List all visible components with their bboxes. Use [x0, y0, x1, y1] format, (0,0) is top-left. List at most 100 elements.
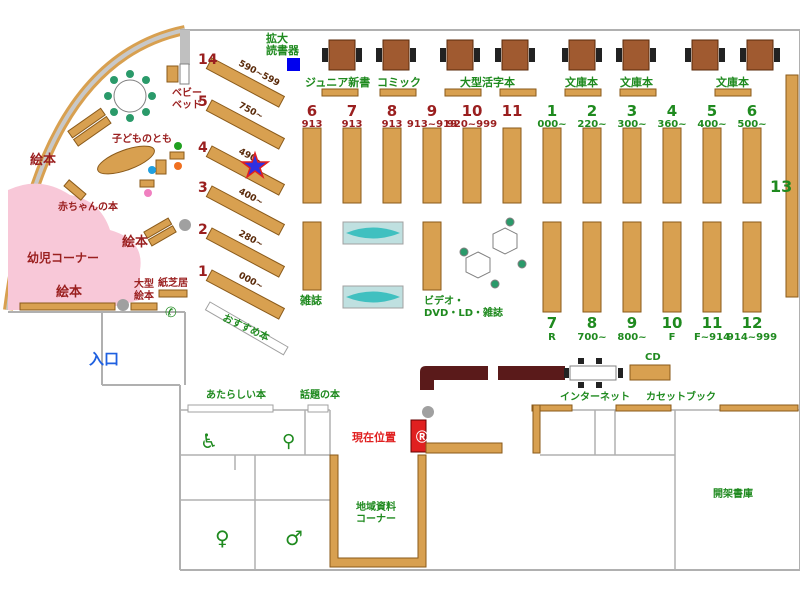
green-top-shelf-body [662, 127, 682, 204]
small-shelf-c [155, 159, 167, 175]
label-ehon-bottom: 絵本 [56, 284, 82, 300]
red-shelf-code: 920~999 [447, 119, 497, 130]
bench-top-seat [346, 227, 400, 239]
label-ehon-top: 絵本 [30, 152, 56, 168]
label-comic: コミック [377, 76, 421, 89]
internet-shelf-b [532, 404, 541, 454]
magazine-shelf [302, 221, 322, 291]
star-marker [239, 150, 271, 180]
green-bottom-shelf-number: 7 [547, 314, 557, 332]
green-top-shelf-range: 000~ [537, 119, 566, 130]
red-shelf-body [502, 127, 522, 204]
green-top-shelf-number: 2 [587, 102, 597, 120]
green-bottom-shelf-body [622, 221, 642, 313]
green-top-shelf-number: 1 [547, 102, 557, 120]
label-junior-new: ジュニア新書 [305, 75, 370, 89]
reading-tables [322, 39, 780, 71]
baby-changing-icon: ⚲ [282, 431, 295, 452]
hex-seating [459, 217, 527, 289]
green-bottom-shelf-number: 12 [742, 314, 763, 332]
green-top-shelf-body [742, 127, 762, 204]
green-bottom-shelf: 7R [542, 221, 562, 343]
green-bottom-shelf-number: 11 [702, 314, 723, 332]
green-top-shelf-body [582, 127, 602, 204]
red-shelf-body [342, 127, 362, 204]
label-osusume: おすすめ本 [221, 311, 273, 344]
baby-bed [179, 63, 190, 85]
green-bottom-shelf-body [742, 221, 762, 313]
diagonal-shelf-body [205, 57, 286, 108]
diagonal-shelf-number: 14 [198, 52, 218, 68]
green-top-shelf-body [702, 127, 722, 204]
label-cassette: カセットブック [646, 390, 716, 403]
diagonal-shelf-body [205, 269, 286, 320]
ogata-ehon-shelf [130, 302, 158, 311]
kamishibai-shelf [158, 289, 188, 298]
red-shelf-number: 11 [502, 102, 523, 120]
green-bottom-shelf: 11F~914 [694, 221, 730, 343]
dot-green [174, 142, 182, 150]
red-shelf-code: 913 [342, 119, 363, 130]
label-yoji-corner: 幼児コーナー [27, 250, 99, 265]
label-baby-bed: ベビーベッド [172, 86, 202, 111]
round-table-chairs [104, 70, 156, 122]
bench-bottom-seat [346, 291, 400, 303]
green-top-shelf-body [542, 127, 562, 204]
label-video: ビデオ・DVD・LD・雑誌 [424, 294, 503, 319]
computer-chairs [564, 358, 623, 388]
internet-shelf-a [531, 404, 573, 412]
label-cd: CD [645, 352, 661, 363]
label-bunko-3: 文庫本 [716, 75, 749, 89]
current-location-glyph: Ⓡ [416, 429, 428, 444]
label-current: 現在位置 [352, 430, 396, 444]
green-bottom-shelf-range: 800~ [617, 332, 646, 343]
women-restroom-icon: ♀ [215, 526, 230, 550]
new-books-shelf [187, 404, 274, 413]
diagonal-shelf-body [205, 227, 286, 278]
green-bottom-shelf-body [582, 221, 602, 313]
baby-bed-shelf [166, 65, 179, 83]
label-large-print: 大型活字本 [460, 75, 515, 89]
red-shelf-code: 913 [382, 119, 403, 130]
red-shelf-body [422, 127, 442, 204]
green-bottom-shelf-body [542, 221, 562, 313]
green-bottom-shelf-number: 9 [627, 314, 637, 332]
red-shelf-body [302, 127, 322, 204]
label-kamishibai: 紙芝居 [158, 276, 188, 289]
diagonal-shelf-number: 1 [198, 264, 208, 280]
red-shelf: 11 [502, 102, 523, 204]
red-shelf-code: 913~919 [407, 119, 457, 130]
green-bottom-shelf-range: R [548, 332, 556, 343]
akachan-shelf [63, 179, 87, 201]
diagonal-shelf-number: 5 [198, 94, 208, 110]
magnifier-reader [287, 58, 300, 71]
kids-area [8, 183, 141, 310]
green-top-shelf-body [622, 127, 642, 204]
current-location-marker [410, 419, 427, 453]
small-shelf-b [139, 179, 155, 188]
men-restroom-icon: ♂ [285, 526, 303, 550]
label-bunko-2: 文庫本 [620, 75, 653, 89]
cassette-shelf [615, 404, 672, 412]
label-ehon-mid: 絵本 [122, 234, 148, 250]
red-shelf-number: 9 [427, 102, 437, 120]
label-wadai: 話題の本 [300, 388, 341, 401]
green-bottom-shelf-range: F~914 [694, 332, 730, 343]
